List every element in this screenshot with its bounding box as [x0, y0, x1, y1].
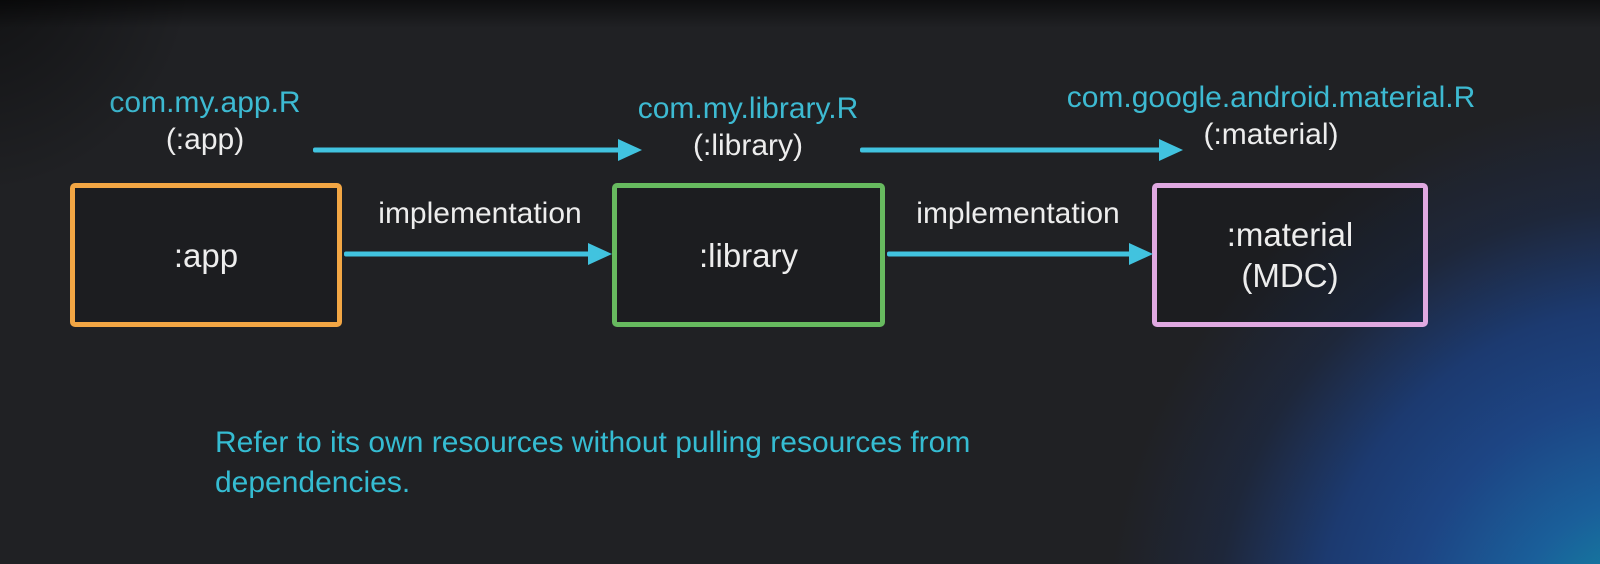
- r-class-name: com.google.android.material.R: [1066, 81, 1476, 114]
- arrow-shaft: [344, 251, 594, 257]
- caption-text: Refer to its own resources without pulli…: [215, 426, 971, 499]
- impl-arrow-app-to-library: [344, 243, 612, 265]
- arrow-shaft: [860, 147, 1165, 153]
- r-label-material: com.google.android.material.R (:material…: [1020, 79, 1522, 154]
- module-box-material: :material (MDC): [1152, 183, 1428, 327]
- arrowhead-icon: [618, 139, 642, 161]
- arrow-shaft: [313, 147, 624, 153]
- r-class-name: com.my.library.R: [637, 92, 859, 125]
- module-box-library: :library: [612, 183, 885, 327]
- r-module-name: (:app): [165, 123, 245, 156]
- r-class-name: com.my.app.R: [109, 86, 301, 119]
- module-box-app: :app: [70, 183, 342, 327]
- r-arrow-library-to-material: [860, 139, 1183, 161]
- module-box-label: :app: [173, 236, 239, 274]
- module-box-label: :material (MDC): [1226, 216, 1354, 294]
- implementation-label-library-material: implementation: [916, 197, 1120, 230]
- r-label-app: com.my.app.R (:app): [40, 84, 370, 159]
- arrowhead-icon: [588, 243, 612, 265]
- arrowhead-icon: [1129, 243, 1153, 265]
- r-arrow-app-to-library: [313, 139, 642, 161]
- module-box-label: :library: [698, 236, 799, 274]
- r-label-library: com.my.library.R (:library): [580, 90, 916, 165]
- arrowhead-icon: [1159, 139, 1183, 161]
- r-module-name: (:library): [693, 129, 803, 162]
- impl-arrow-library-to-material: [887, 243, 1153, 265]
- arrow-shaft: [887, 251, 1135, 257]
- r-module-name: (:material): [1203, 118, 1339, 151]
- implementation-label-app-library: implementation: [378, 197, 582, 230]
